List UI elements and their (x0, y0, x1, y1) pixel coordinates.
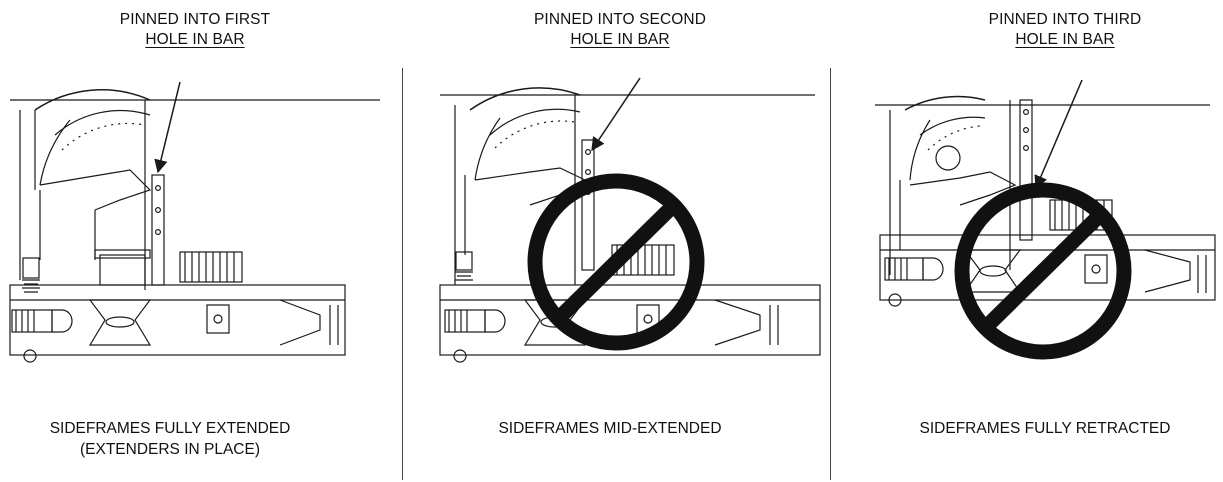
caption-mid-extended: SIDEFRAMES MID-EXTENDED (440, 418, 780, 439)
caption-fully-extended-line1: SIDEFRAMES FULLY EXTENDED (49, 420, 291, 437)
callout-third-line2: HOLE IN BAR (1015, 31, 1115, 48)
callout-third-line1: PINNED INTO THIRD (988, 11, 1142, 28)
callout-third-hole: PINNED INTO THIRD HOLE IN BAR (960, 10, 1170, 50)
caption-mid-extended-line1: SIDEFRAMES MID-EXTENDED (498, 420, 722, 437)
caption-fully-retracted-line1: SIDEFRAMES FULLY RETRACTED (919, 420, 1171, 437)
caption-fully-extended: SIDEFRAMES FULLY EXTENDED (EXTENDERS IN … (0, 418, 340, 460)
prohibition-sign-mid-extended (527, 173, 705, 351)
callout-first-hole: PINNED INTO FIRST HOLE IN BAR (95, 10, 295, 50)
arrow-first-hole (154, 81, 181, 174)
callout-second-hole: PINNED INTO SECOND HOLE IN BAR (505, 10, 735, 50)
arrow-second-hole (591, 77, 641, 152)
panel-divider-right (830, 68, 831, 480)
callout-second-line2: HOLE IN BAR (570, 31, 670, 48)
caption-fully-retracted: SIDEFRAMES FULLY RETRACTED (870, 418, 1220, 439)
illustration-fully-retracted (875, 95, 1216, 307)
arrow-third-hole (1034, 79, 1083, 190)
prohibition-sign-fully-retracted (954, 182, 1132, 360)
illustration-fully-extended (9, 89, 380, 363)
callout-first-line2: HOLE IN BAR (145, 31, 245, 48)
illustration-mid-extended (439, 87, 821, 363)
callout-second-line1: PINNED INTO SECOND (533, 11, 707, 28)
panel-divider-left (402, 68, 403, 480)
callout-first-line1: PINNED INTO FIRST (119, 11, 271, 28)
caption-fully-extended-line2: (EXTENDERS IN PLACE) (79, 441, 260, 458)
